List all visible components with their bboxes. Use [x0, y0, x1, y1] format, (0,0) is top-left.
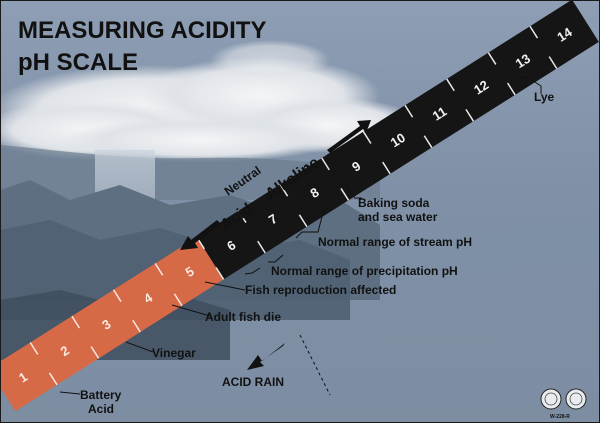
ph-segment-12: [446, 52, 516, 122]
ph-tick: [423, 135, 433, 148]
ph-tick: [321, 157, 330, 171]
ph-tick: [112, 289, 122, 303]
ph-number-11: 11: [430, 104, 450, 124]
ph-number-13: 13: [513, 51, 533, 71]
ph-tick: [71, 315, 81, 329]
ph-tick: [298, 214, 308, 228]
ph-tick: [548, 56, 558, 69]
ph-tick: [257, 240, 266, 254]
ph-tick: [173, 293, 183, 307]
ph-tick: [487, 52, 497, 65]
agency-seal-icon: [540, 388, 562, 410]
annotation-baking-soda-1: Baking soda: [358, 196, 430, 210]
annotation-fish-reproduction: Fish reproduction affected: [245, 283, 396, 297]
ph-tick: [404, 104, 414, 118]
annotation-baking-soda-2: and sea water: [358, 210, 438, 224]
ph-number-12: 12: [471, 77, 491, 97]
ph-tick: [279, 183, 289, 197]
ph-segment-11: [405, 78, 474, 148]
ph-tick: [90, 346, 100, 359]
title-line2: pH SCALE: [18, 49, 138, 76]
ph-tick: [48, 372, 58, 386]
ph-tick: [237, 210, 247, 223]
ph-segment-9: [321, 131, 391, 201]
ph-segment-14: [529, 0, 599, 69]
alkaline-arrow: [327, 120, 371, 153]
ph-tick: [362, 131, 372, 144]
ph-segment-7: [238, 184, 308, 253]
acid-rain-label: ACID RAIN: [222, 375, 284, 389]
title-line1: MEASURING ACIDITY: [18, 17, 266, 44]
ph-tick: [506, 82, 516, 96]
ph-tick: [132, 319, 141, 333]
ph-segment-10: [363, 105, 433, 174]
ph-number-10: 10: [388, 130, 408, 150]
ph-segment-1: [0, 342, 58, 412]
ph-tick: [529, 25, 539, 39]
acid-rain-dashed-line: [299, 334, 331, 396]
ph-tick: [154, 263, 164, 276]
ph-tick: [215, 267, 225, 280]
annotation-battery-1: Battery: [80, 388, 122, 402]
annotation-stream-ph: Normal range of stream pH: [318, 235, 472, 249]
footer-code: W-228-R: [550, 414, 570, 420]
cloud-bank: [0, 40, 420, 162]
ph-tick: [446, 78, 455, 92]
ph-segment-3: [71, 289, 141, 359]
ph-segment-8: [280, 157, 349, 227]
ph-tick: [29, 342, 39, 355]
agency-logos: [540, 388, 587, 410]
annotation-adult-fish: Adult fish die: [205, 310, 281, 324]
acid-arrow: [180, 220, 221, 250]
annotation-vinegar: Vinegar: [152, 346, 196, 360]
ph-segment-4: [113, 263, 183, 333]
ph-tick: [340, 188, 350, 201]
ph-tick: [465, 108, 475, 122]
annotation-lines: [59, 76, 542, 395]
ph-segment-2: [30, 315, 100, 385]
survey-seal-icon: [565, 388, 587, 410]
ph-segment-5: [155, 236, 225, 306]
ph-segment-13: [488, 25, 558, 95]
annotation-precipitation-ph: Normal range of precipitation pH: [271, 264, 458, 278]
annotation-lye: Lye: [534, 90, 555, 104]
annotation-battery-2: Acid: [88, 402, 114, 416]
acid-rain-arrow: [247, 343, 285, 370]
ph-tick: [382, 161, 391, 175]
